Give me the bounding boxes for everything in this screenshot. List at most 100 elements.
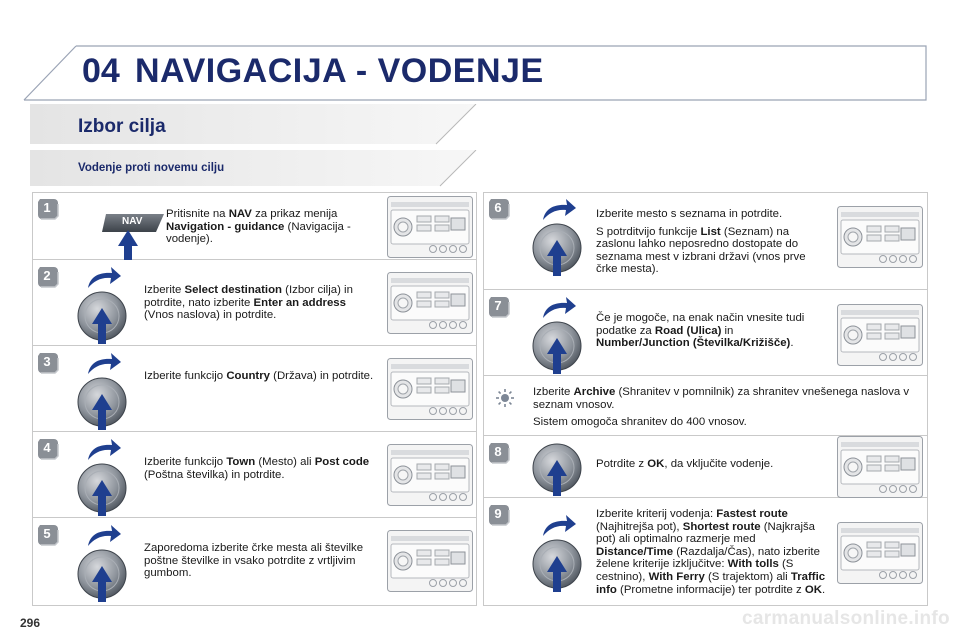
text-run: Izberite bbox=[144, 284, 185, 296]
radio-unit-illustration bbox=[387, 530, 473, 592]
radio-unit-illustration bbox=[387, 444, 473, 506]
text-run: (Navigacija - vodenje). bbox=[166, 220, 351, 246]
step-text: Izberite mesto s seznama in potrdite. S p… bbox=[596, 208, 828, 281]
rotate-arrow-icon bbox=[86, 264, 122, 290]
step-number: 8 bbox=[494, 444, 502, 459]
step-paragraph: Izberite Archive (Shranitev v pomnilnik)… bbox=[533, 386, 913, 411]
step-number-badge: 5 bbox=[38, 524, 60, 546]
bold-term: Archive bbox=[573, 386, 616, 398]
text-run: za prikaz menija bbox=[251, 208, 338, 220]
bold-term: With Ferry bbox=[648, 570, 705, 583]
step-number: 4 bbox=[43, 440, 51, 455]
step-number-badge: 9 bbox=[489, 504, 511, 526]
step-row-8: 8 Potrdite z OK, da vključite vodenje. bbox=[483, 436, 928, 498]
rotary-knob-icon bbox=[531, 222, 583, 278]
text-run: (Razdalja/Čas), nato izberite želene kri… bbox=[596, 545, 820, 571]
step-paragraph: Izberite kriterij vodenja: Fastest route… bbox=[596, 508, 828, 596]
text-run: Sistem omogoča shranitev do 400 vnosov. bbox=[533, 416, 747, 429]
step-number: 2 bbox=[43, 268, 51, 283]
step-row-6: 6 Izberite mesto s seznama in potrdite. S… bbox=[483, 192, 928, 290]
rotate-arrow-icon bbox=[86, 522, 122, 548]
text-run: in bbox=[721, 324, 734, 337]
radio-unit-illustration bbox=[837, 206, 923, 268]
text-run: Zaporedoma izberite črke mesta ali števi… bbox=[144, 542, 364, 580]
rotate-arrow-icon bbox=[541, 512, 577, 538]
step-row-9: 9 Izberite kriterij vodenja: Fastest rou… bbox=[483, 498, 928, 606]
step-text: Izberite Archive (Shranitev v pomnilnik)… bbox=[533, 386, 913, 434]
tip-sun-icon bbox=[495, 388, 515, 408]
footer-watermark: carmanualsonline.info bbox=[742, 608, 950, 629]
step-number: 7 bbox=[494, 298, 502, 313]
nav-button-icon: NAV bbox=[102, 200, 172, 260]
radio-unit-illustration bbox=[837, 436, 923, 498]
step-number: 6 bbox=[494, 200, 502, 215]
rotary-knob-icon bbox=[531, 320, 583, 376]
subsection-title: Vodenje proti novemu cilju bbox=[78, 162, 225, 174]
text-run: . bbox=[821, 583, 826, 596]
step-number-badge: 3 bbox=[38, 352, 60, 374]
text-run: (Vnos naslova) in potrdite. bbox=[144, 309, 277, 322]
step-text: Izberite kriterij vodenja: Fastest route… bbox=[596, 508, 828, 601]
step-number: 1 bbox=[43, 200, 51, 215]
nav-button-label: NAV bbox=[122, 216, 143, 227]
text-run: (Izbor cilja) in potrdite, nato izberite bbox=[144, 284, 353, 309]
text-run: , da vključite vodenje. bbox=[664, 458, 774, 470]
bold-term: Select destination bbox=[184, 284, 283, 296]
text-run: (Prometne informacije) ter potrdite z bbox=[616, 583, 805, 596]
bold-term: Country bbox=[226, 370, 270, 382]
text-run: Izberite funkcijo bbox=[144, 370, 227, 382]
step-text: Zaporedoma izberite črke mesta ali števi… bbox=[144, 542, 374, 580]
text-run: (Mesto) ali bbox=[255, 456, 315, 468]
bold-term: Navigation - guidance bbox=[166, 220, 285, 233]
step-text: Izberite funkcijo Country (Država) in po… bbox=[144, 370, 374, 383]
bold-term: Traffic info bbox=[596, 570, 826, 596]
rotate-arrow-icon bbox=[86, 350, 122, 376]
step-row-4: 4 Izberite funkcijo Town (Mesto) ali Pos… bbox=[32, 432, 477, 518]
tip-row: Izberite Archive (Shranitev v pomnilnik)… bbox=[483, 376, 928, 436]
section-title: Izbor cilja bbox=[78, 116, 166, 137]
rotary-knob-icon bbox=[531, 442, 583, 498]
text-run: Izberite funkcijo bbox=[144, 456, 227, 468]
text-run: Če je mogoče, na enak način vnesite tudi… bbox=[596, 312, 805, 337]
rotary-knob-icon bbox=[76, 290, 128, 346]
step-paragraph: Sistem omogoča shranitev do 400 vnosov. bbox=[533, 416, 913, 429]
step-number-badge: 4 bbox=[38, 438, 60, 460]
text-run: (Shranitev v pomnilnik) za shranitev vne… bbox=[533, 386, 910, 411]
bold-term: With tolls bbox=[727, 558, 779, 571]
text-run: (Najkrajša pot) ali optimalno razmerje m… bbox=[596, 520, 816, 546]
step-row-5: 5 Zaporedoma izberite črke mesta ali šte… bbox=[32, 518, 477, 606]
step-paragraph: Če je mogoče, na enak način vnesite tudi… bbox=[596, 312, 828, 350]
bold-term: Number/Junction (Številka/Križišče) bbox=[596, 337, 791, 350]
text-run: Izberite kriterij vodenja: bbox=[596, 508, 717, 520]
bold-term: Enter an address bbox=[253, 296, 346, 309]
step-paragraph: S potrditvijo funkcije List (Seznam) na … bbox=[596, 226, 828, 276]
step-number: 9 bbox=[494, 506, 502, 521]
text-run: Izberite bbox=[533, 386, 574, 398]
bold-term: Shortest route bbox=[682, 520, 761, 533]
step-paragraph: Izberite mesto s seznama in potrdite. bbox=[596, 208, 828, 221]
section-title-bar bbox=[30, 104, 477, 145]
page-number: 296 bbox=[20, 616, 41, 630]
radio-unit-illustration bbox=[387, 272, 473, 334]
step-text: Izberite Select destination (Izbor cilja… bbox=[144, 284, 374, 322]
step-text: Izberite funkcijo Town (Mesto) ali Post … bbox=[144, 456, 374, 481]
step-text: Pritisnite na NAV za prikaz menija Navig… bbox=[166, 208, 382, 246]
bold-term: OK bbox=[647, 458, 665, 470]
text-run: (Najhitrejša pot), bbox=[596, 520, 683, 533]
bold-term: Post code bbox=[314, 456, 370, 468]
radio-unit-illustration bbox=[387, 196, 473, 258]
bold-term: Fastest route bbox=[716, 508, 788, 520]
rotate-arrow-icon bbox=[541, 196, 577, 222]
rotate-arrow-icon bbox=[86, 436, 122, 462]
step-row-7: 7 Če je mogoče, na enak način vnesite tu… bbox=[483, 290, 928, 376]
rotary-knob-icon bbox=[531, 538, 583, 594]
bold-term: Town bbox=[226, 456, 256, 468]
text-run: S potrditvijo funkcije bbox=[596, 225, 701, 238]
text-run: . bbox=[790, 337, 794, 350]
subsection-title-bar bbox=[30, 150, 477, 187]
step-number-badge: 6 bbox=[489, 198, 511, 220]
bold-term: Road (Ulica) bbox=[654, 324, 722, 337]
bold-term: NAV bbox=[228, 208, 252, 220]
text-run: Pritisnite na bbox=[166, 208, 229, 220]
